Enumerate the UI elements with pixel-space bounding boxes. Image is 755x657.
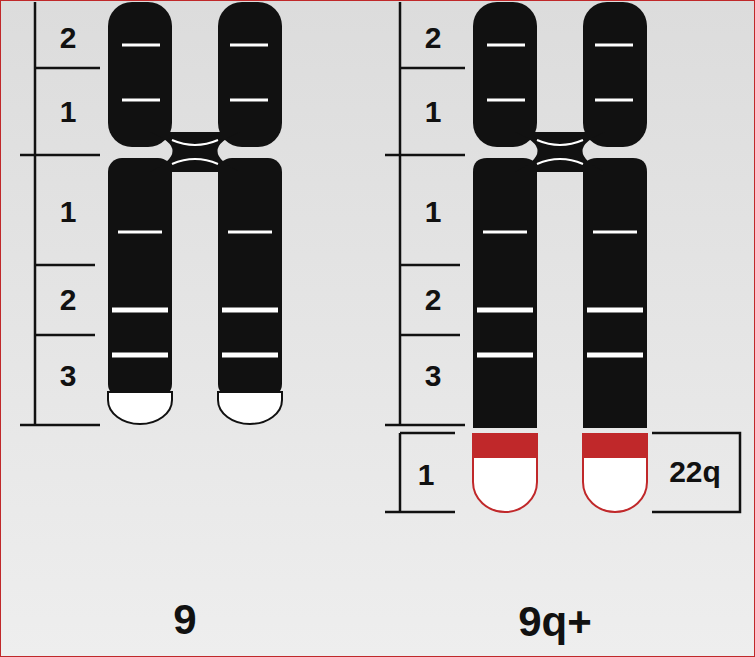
band [487,99,525,102]
band [112,308,168,313]
scale-tick [35,334,95,337]
band-scale [20,2,100,425]
band [222,353,278,358]
bands [112,45,278,355]
band [587,308,643,313]
chromatid [218,158,282,398]
chromatid [473,2,537,147]
chromatid [108,2,172,147]
translocated-segment [473,434,537,512]
translocated-band [473,434,537,458]
band-number: 3 [425,361,442,391]
chromatid [473,158,537,428]
band-number: 2 [425,285,442,315]
chromatid [583,158,647,428]
chromosome-9 [108,2,282,424]
band [587,353,643,358]
translocated-band [583,434,647,458]
band-number: 3 [60,361,77,391]
scale-tick [400,67,465,70]
band [595,99,633,102]
band [483,231,527,234]
segment-label: 22q [669,457,721,487]
chromosome-label: 9q+ [518,601,592,643]
band [122,44,160,47]
telomere [218,392,282,424]
band-number: 1 [425,97,442,127]
band [112,353,168,358]
centromere-line [537,140,583,164]
band [230,99,268,102]
band [222,308,278,313]
scale-tick [385,511,455,514]
scale-tick [385,154,465,157]
band-number: 2 [60,285,77,315]
chromatid [108,158,172,398]
scale-line [34,2,37,425]
scale-tick [35,264,95,267]
bands [477,45,643,355]
band [487,44,525,47]
chromatid [218,2,282,147]
band-number: 1 [425,197,442,227]
scale-tick [400,432,455,435]
translocated-segment [583,434,647,512]
scale-line [399,2,402,425]
chromatid [583,2,647,147]
band [118,231,162,234]
band [230,44,268,47]
band [595,44,633,47]
bracket [652,433,740,512]
scale-tick [400,334,460,337]
scale-tick [400,264,460,267]
centromere [150,132,240,172]
scale-tick [20,424,100,427]
chromosome-label: 9 [173,599,196,641]
band [228,231,272,234]
scale-line [399,433,402,512]
band-scale [385,2,465,512]
chromosome-9q-plus [473,2,647,512]
band [477,308,533,313]
centromere-line [172,140,218,164]
centromere [515,132,605,172]
band-number: 2 [425,23,442,53]
band-number: 1 [418,460,435,490]
band-number: 1 [60,197,77,227]
scale-tick [385,424,465,427]
band-number: 2 [60,23,77,53]
scale-tick [20,154,100,157]
band [593,231,637,234]
band [122,99,160,102]
band-number: 1 [60,97,77,127]
scale-tick [35,67,100,70]
band [477,353,533,358]
telomere [108,392,172,424]
